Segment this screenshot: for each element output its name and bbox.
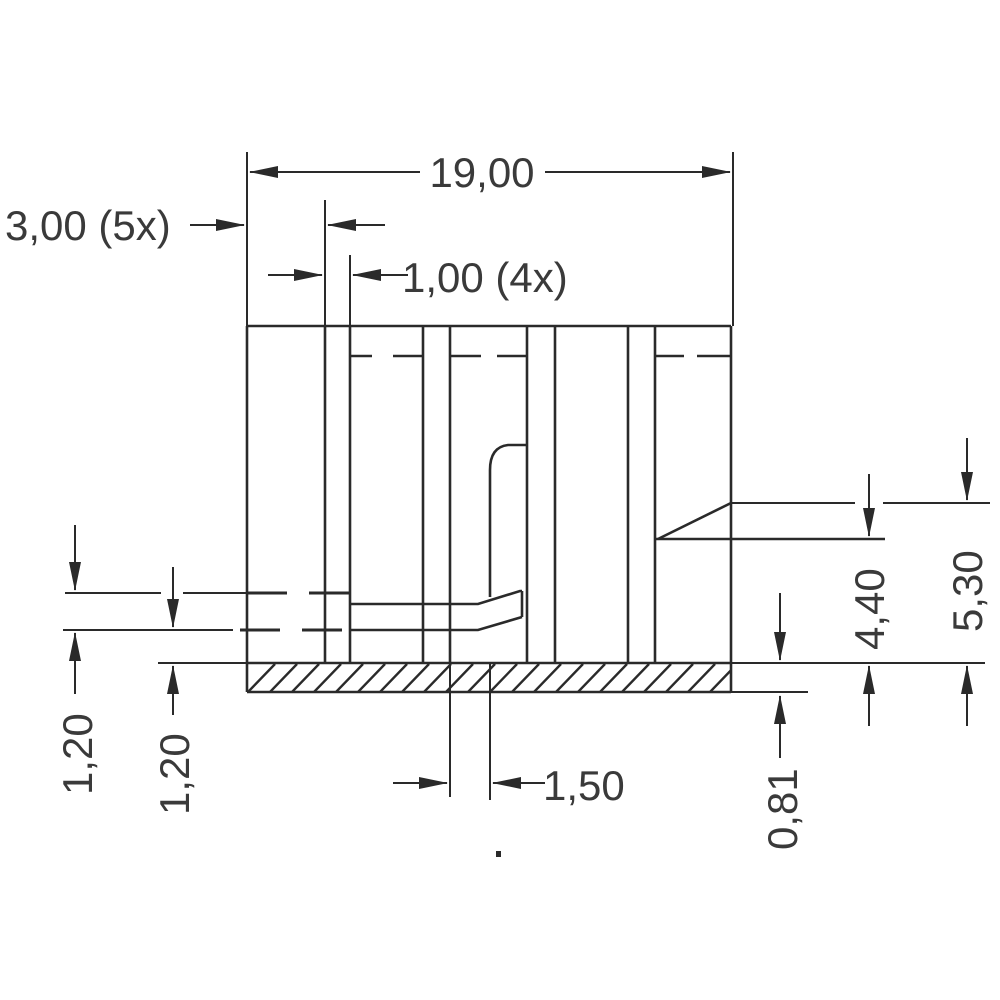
dim-overall-width: 19,00 [246, 149, 734, 326]
dim-pitch: 3,00 (5x) [5, 200, 385, 326]
dim-contact-height-inner: 1,20 [151, 567, 247, 815]
slot-walls [323, 326, 657, 663]
dim-base-thickness: 0,81 [731, 593, 808, 850]
contact-pin [350, 443, 527, 632]
dim-label-contact-height-left: 1,20 [54, 713, 101, 795]
dim-label-pitch: 3,00 (5x) [5, 202, 171, 249]
dim-label-base-thickness: 0,81 [759, 768, 806, 850]
latch-chamfer [655, 501, 885, 541]
dim-label-overall-width: 19,00 [429, 149, 534, 196]
dim-contact-height-left: 1,20 [54, 525, 350, 795]
dim-label-contact-width: 1,50 [543, 762, 625, 809]
hatched-base [248, 664, 730, 691]
dim-label-contact-height-inner: 1,20 [151, 733, 198, 815]
dim-contact-width: 1,50 [393, 664, 625, 809]
dim-slot-width: 1,00 (4x) [268, 254, 568, 326]
dim-height-large: 5,30 [883, 438, 991, 726]
dim-label-height-large: 5,30 [944, 550, 991, 632]
dim-label-height-small: 4,40 [846, 568, 893, 650]
dot-mark [496, 851, 501, 857]
dim-label-slot-width: 1,00 (4x) [402, 254, 568, 301]
dim-height-small: 4,40 [655, 474, 985, 726]
